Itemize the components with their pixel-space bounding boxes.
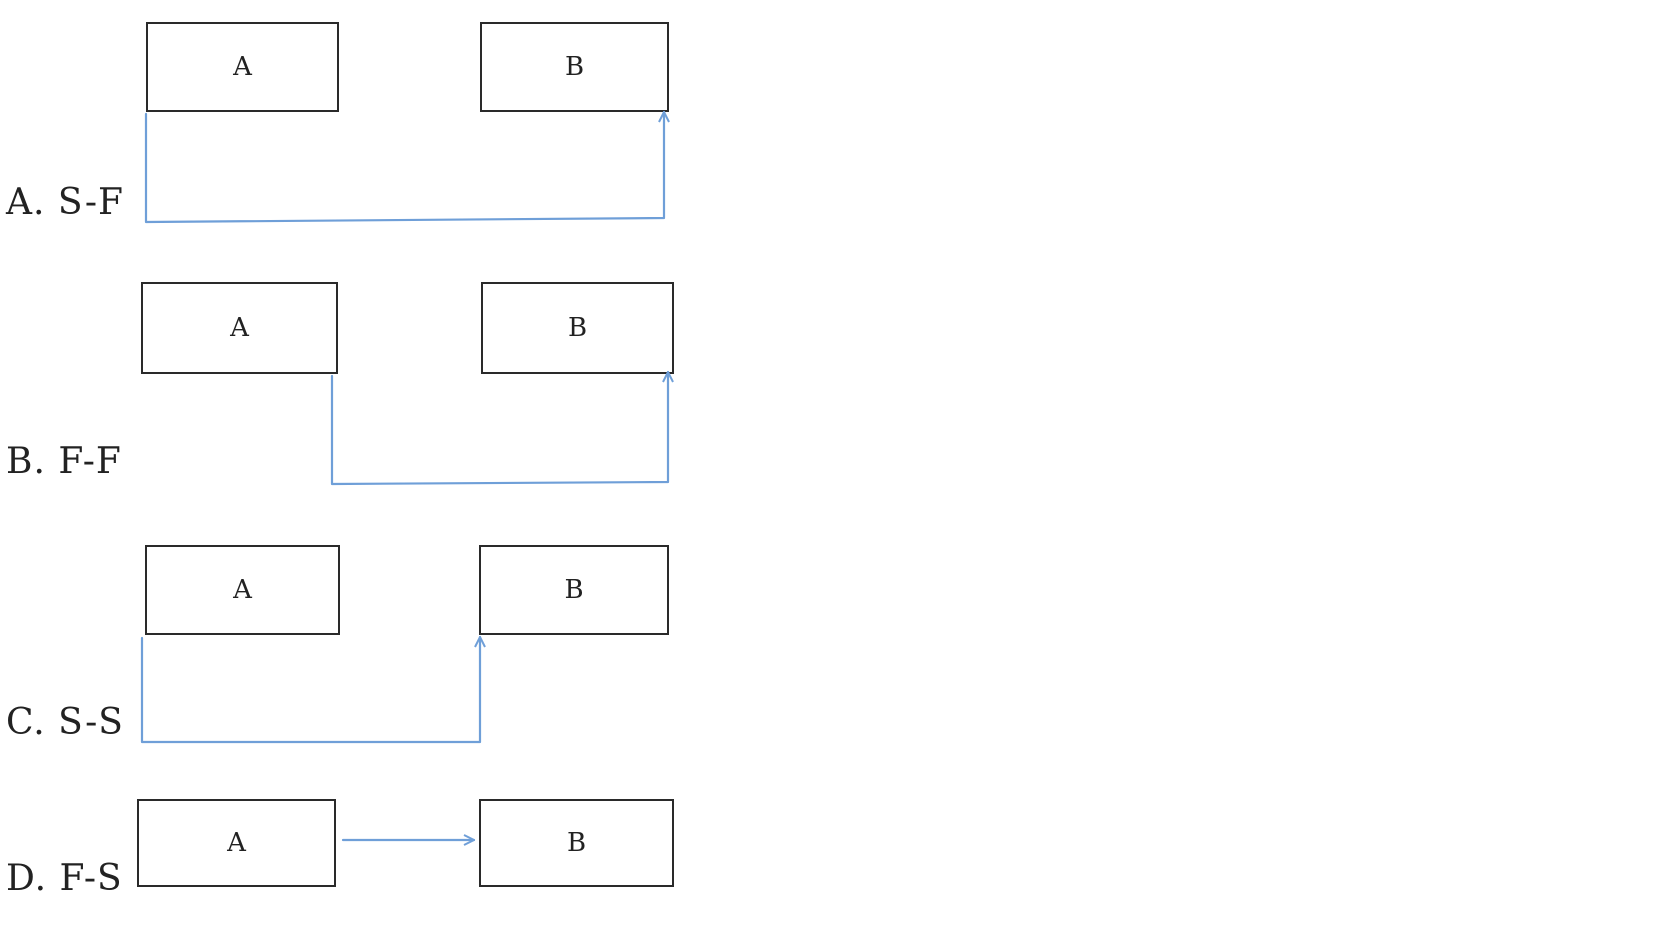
option-c-box-a: A xyxy=(145,545,340,635)
option-a-box-a: A xyxy=(146,22,339,112)
option-a-connector xyxy=(144,110,664,224)
option-d-box-a: A xyxy=(137,799,336,887)
option-a-label: A. S-F xyxy=(6,182,125,223)
option-b-box-b: B xyxy=(481,282,674,374)
option-d-box-b: B xyxy=(479,799,674,887)
option-c-label: C. S-S xyxy=(6,702,124,743)
option-d-label: D. F-S xyxy=(6,858,123,899)
option-b-box-a: A xyxy=(141,282,338,374)
option-b-label: B. F-F xyxy=(6,441,122,482)
option-a-box-b: B xyxy=(480,22,669,112)
option-b-connector xyxy=(330,370,668,486)
option-c-connector xyxy=(140,635,480,744)
option-c-box-b: B xyxy=(479,545,669,635)
